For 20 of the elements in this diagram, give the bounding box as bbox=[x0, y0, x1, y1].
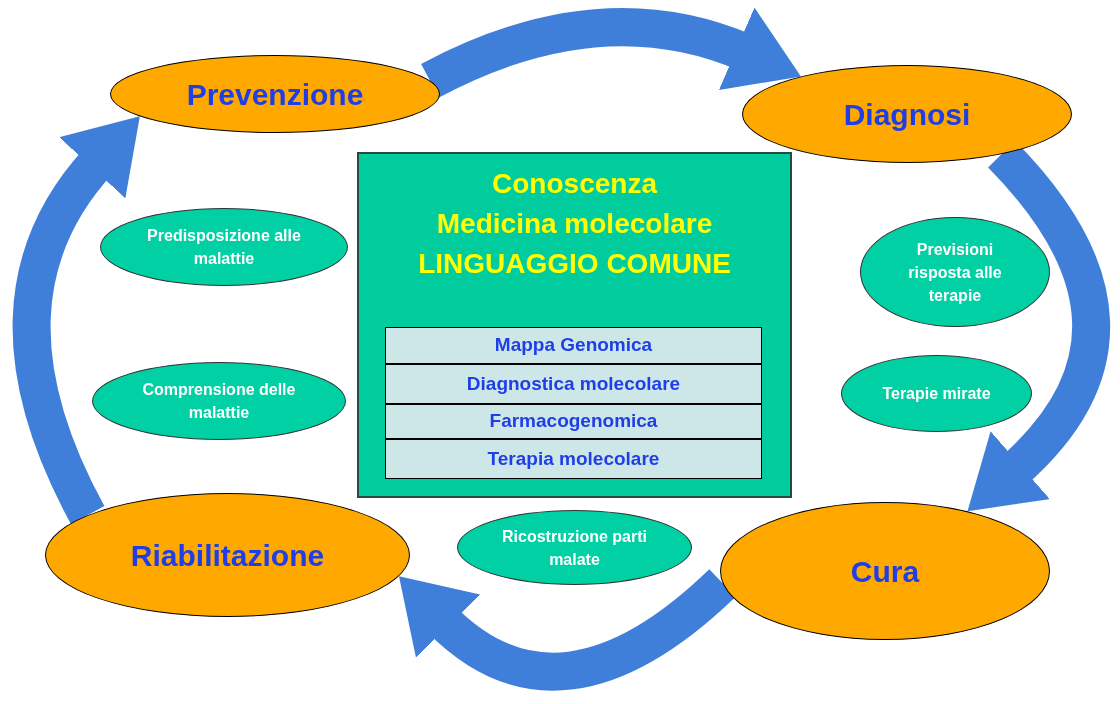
topic-ellipse: Comprensione delle malattie bbox=[92, 362, 346, 440]
heading-text: Conoscenza bbox=[492, 167, 657, 201]
stage-ellipse: Diagnosi bbox=[742, 65, 1072, 163]
topic-ellipse: Ricostruzione parti malate bbox=[457, 510, 692, 585]
topic-ellipse: Previsioni risposta alle terapie bbox=[860, 217, 1050, 327]
heading-text: LINGUAGGIO COMUNE bbox=[418, 247, 731, 281]
stage-ellipse: Prevenzione bbox=[110, 55, 440, 133]
curved-arrow bbox=[421, 7, 802, 98]
knowledge-box bbox=[357, 152, 792, 498]
table-row: Farmacogenomica bbox=[385, 404, 762, 439]
curved-arrow bbox=[12, 114, 138, 524]
stage-ellipse: Riabilitazione bbox=[45, 493, 410, 617]
stage-ellipse: Cura bbox=[720, 502, 1050, 640]
heading-text: Medicina molecolare bbox=[436, 207, 713, 241]
table-row: Diagnostica molecolare bbox=[385, 364, 762, 404]
topic-ellipse: Terapie mirate bbox=[841, 355, 1032, 432]
table-row: Mappa Genomica bbox=[385, 327, 762, 364]
topic-ellipse: Predisposizione alle malattie bbox=[100, 208, 348, 286]
table-row: Terapia molecolare bbox=[385, 439, 762, 479]
curved-arrow bbox=[396, 568, 736, 691]
